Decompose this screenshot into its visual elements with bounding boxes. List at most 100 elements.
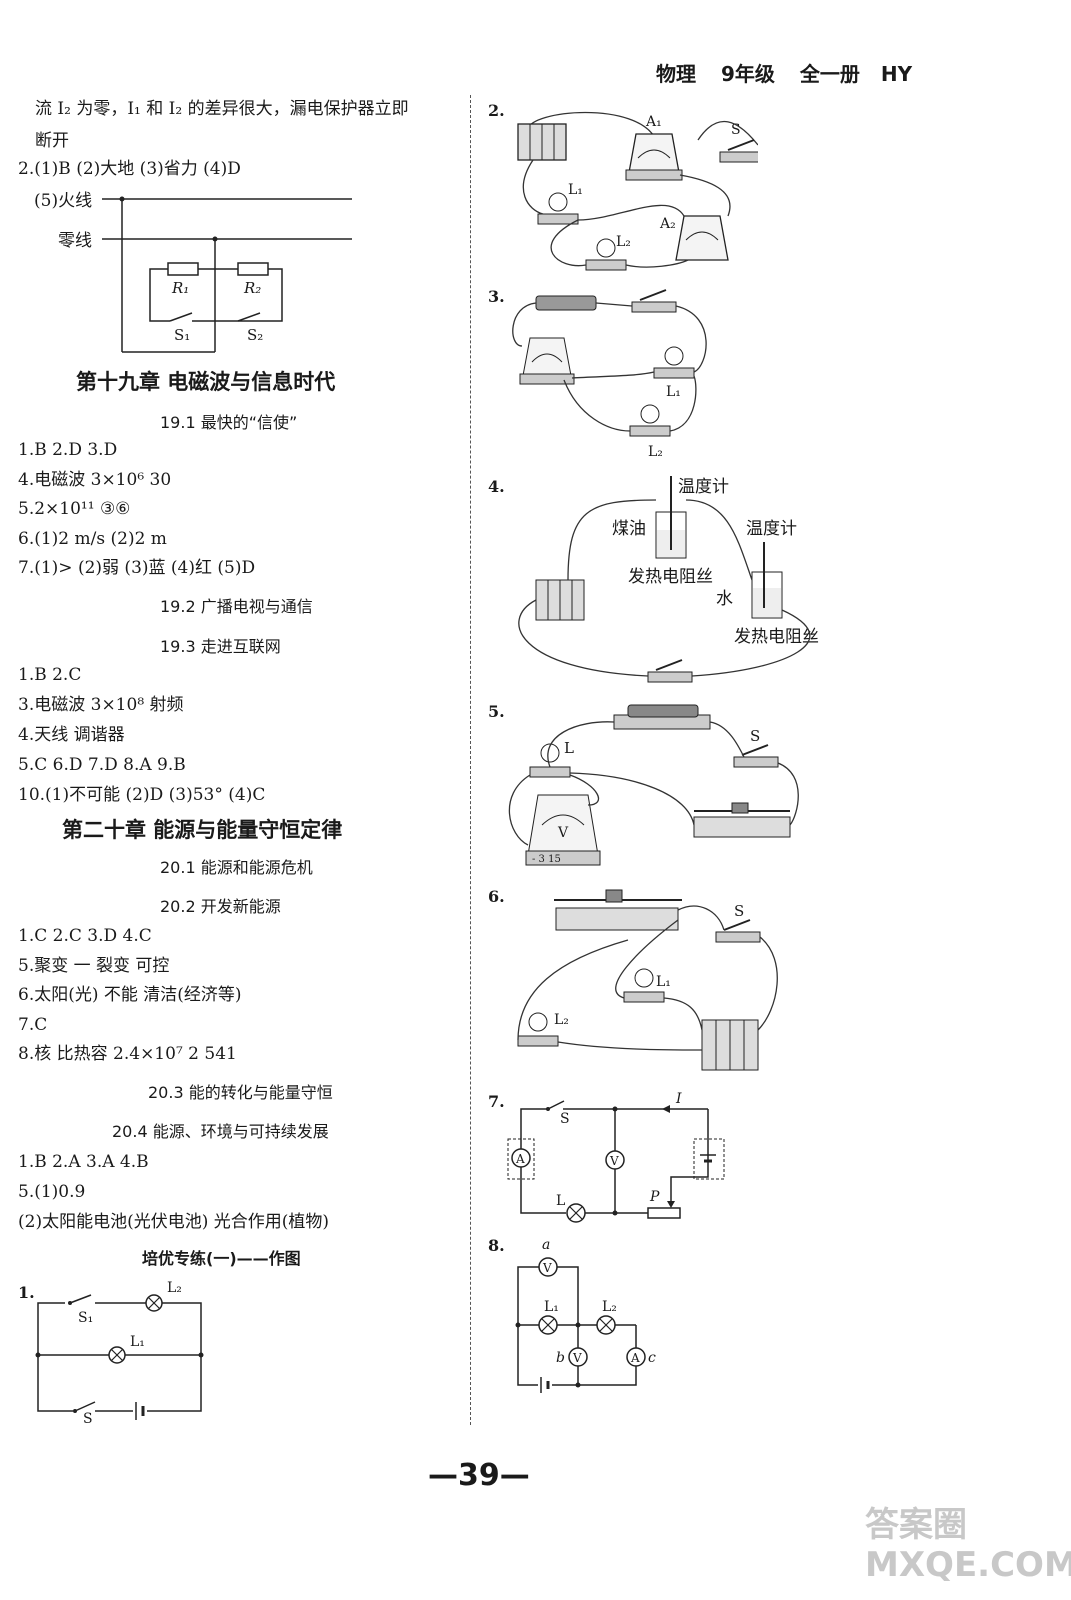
training-circuit-1: 1. S₁ L₂ L₁ S (18, 1280, 204, 1427)
switch-icon (647, 659, 693, 683)
live-wire-label: (5)火线 (34, 191, 92, 211)
physical-circuit-q5: 5. L S V - 3 15 (488, 702, 799, 866)
q8-vb-label: V (572, 1351, 582, 1365)
q2-s-label: S (731, 122, 741, 138)
answer-line: 4.天线 调谐器 (18, 725, 125, 745)
switch-icon (733, 744, 779, 768)
q2-l2-label: L₂ (616, 234, 631, 250)
section-19-2: 19.2 广播电视与通信 (160, 597, 313, 616)
answer-line: 7.C (18, 1014, 48, 1035)
bulb-l1-icon (537, 192, 579, 225)
q2-a1-label: A₁ (645, 114, 662, 130)
section-19-1: 19.1 最快的“信使” (160, 413, 298, 432)
bulb-l-icon (529, 743, 571, 778)
d1-l2-label: L₂ (167, 1280, 182, 1296)
d1-s1-label: S₁ (78, 1310, 93, 1326)
chapter-19-title: 第十九章 电磁波与信息时代 (76, 370, 336, 394)
continuation-line-2: 断开 (35, 131, 69, 151)
q3-l1-label: L₁ (666, 384, 681, 400)
answer-line: 5.C 6.D 7.D 8.A 9.B (18, 755, 186, 775)
q4-thermometer-1-label: 温度计 (678, 477, 729, 497)
heating-experiment-q4: 4. 温度计 煤油 发热电阻丝 温度计 水 发热电阻丝 (488, 476, 819, 683)
battery-pack-icon (535, 579, 585, 621)
q7-s-label: S (560, 1111, 570, 1127)
bulb-l2-icon (629, 404, 671, 437)
section-20-4: 20.4 能源、环境与可持续发展 (112, 1122, 329, 1141)
answer-line: 1.B 2.D 3.D (18, 440, 118, 460)
answer-line: 10.(1)不可能 (2)D (3)53° (4)C (18, 785, 266, 805)
section-19-3: 19.3 走进互联网 (160, 637, 281, 656)
physical-circuit-q6: 6. S L₁ L₂ (488, 887, 778, 1071)
training-title: 培优专练(一)——作图 (142, 1249, 301, 1268)
voltmeter-icon (519, 337, 575, 385)
q6-l2-label: L₂ (554, 1012, 569, 1028)
live-neutral-circuit-diagram: (5)火线 零线 R₁ R₂ S₁ S₂ (34, 191, 352, 353)
beaker-water-icon (751, 542, 783, 619)
q4-water-label: 水 (716, 589, 733, 609)
bulb-l1-icon (623, 968, 665, 1003)
q2-l1-label: L₁ (568, 182, 583, 198)
rheostat-icon (554, 889, 682, 931)
answer-line: (2)太阳能电池(光伏电池) 光合作用(植物) (18, 1212, 330, 1232)
circuit-diagram-q7: 7. S I A V L P (488, 1091, 725, 1223)
answer-line: 1.B 2.C (18, 665, 82, 685)
circuit-diagram-q8: 8. a V L₁ L₂ V b A c (488, 1236, 656, 1393)
q7-slider-label: P (649, 1189, 660, 1205)
q7-current-label: I (675, 1091, 682, 1107)
answer-line: 1.C 2.C 3.D 4.C (18, 926, 152, 946)
answer-line: 4.电磁波 3×10⁶ 30 (18, 469, 172, 490)
answer-2-parts: 2.(1)B (2)大地 (3)省力 (4)D (18, 159, 241, 179)
q8-b-label: b (556, 1350, 565, 1366)
q8-l1-label: L₁ (544, 1299, 559, 1315)
q5-s-label: S (750, 727, 760, 745)
beaker-kerosene-icon (655, 476, 687, 559)
bulb-l1-icon (653, 346, 695, 379)
physical-circuit-q3: 3. L₁ L₂ (488, 287, 707, 460)
q5-number: 5. (488, 702, 505, 721)
q5-v-label: V (557, 825, 569, 841)
header-edition: HY (880, 62, 913, 86)
q7-ammeter-label: A (515, 1152, 525, 1166)
switch-icon (631, 289, 677, 313)
q8-a-label: a (542, 1237, 550, 1253)
q8-ammeter-label: A (630, 1351, 640, 1365)
physical-circuit-q2: 2. A₁ S L₁ A₂ L₂ (488, 101, 758, 271)
ammeter-a2-icon (675, 215, 729, 261)
section-20-1: 20.1 能源和能源危机 (160, 858, 313, 877)
neutral-wire-label: 零线 (58, 231, 92, 251)
q5-l-label: L (564, 739, 574, 757)
answer-line: 5.(1)0.9 (18, 1182, 86, 1202)
q5-scale-label: - 3 15 (532, 854, 561, 865)
q4-heating-wire-1-label: 发热电阻丝 (628, 567, 713, 587)
page-header: 物理 9年级 全一册 HY (656, 58, 912, 87)
battery-pack-icon (517, 123, 567, 161)
d1-l1-label: L₁ (130, 1334, 145, 1350)
answer-line: 5.2×10¹¹ ③⑥ (18, 499, 131, 519)
battery-pack-icon (701, 1019, 759, 1071)
s2-label: S₂ (247, 326, 263, 344)
r1-label: R₁ (171, 279, 189, 297)
header-grade: 9年级 (720, 62, 775, 86)
header-subject: 物理 (656, 62, 696, 86)
rheostat-icon (693, 802, 791, 838)
q6-s-label: S (734, 902, 744, 920)
ammeter-a1-icon (625, 133, 683, 181)
watermark: 答案圈 MXQE.COM (865, 1505, 1071, 1585)
diagram-1-number: 1. (18, 1283, 35, 1302)
watermark-text: 答案圈 MXQE.COM (865, 1505, 1071, 1585)
q7-number: 7. (488, 1092, 505, 1111)
answer-line: 7.(1)> (2)弱 (3)蓝 (4)红 (5)D (18, 558, 256, 578)
answer-line: 5.聚变 一 裂变 可控 (18, 955, 170, 976)
answer-line: 8.核 比热容 2.4×10⁷ 2 541 (18, 1044, 237, 1064)
answer-line: 6.(1)2 m/s (2)2 m (18, 528, 167, 549)
switch-icon (719, 139, 758, 163)
switch-icon (715, 919, 761, 943)
r2-label: R₂ (243, 279, 261, 297)
battery-icon (535, 295, 597, 311)
chapter-20-title: 第二十章 能源与能量守恒定律 (62, 818, 343, 842)
q2-number: 2. (488, 101, 505, 120)
header-volume: 全一册 (799, 62, 860, 86)
answer-line: 1.B 2.A 3.A 4.B (18, 1152, 149, 1172)
answer-line: 3.电磁波 3×10⁸ 射频 (18, 695, 184, 715)
q3-number: 3. (488, 287, 505, 306)
